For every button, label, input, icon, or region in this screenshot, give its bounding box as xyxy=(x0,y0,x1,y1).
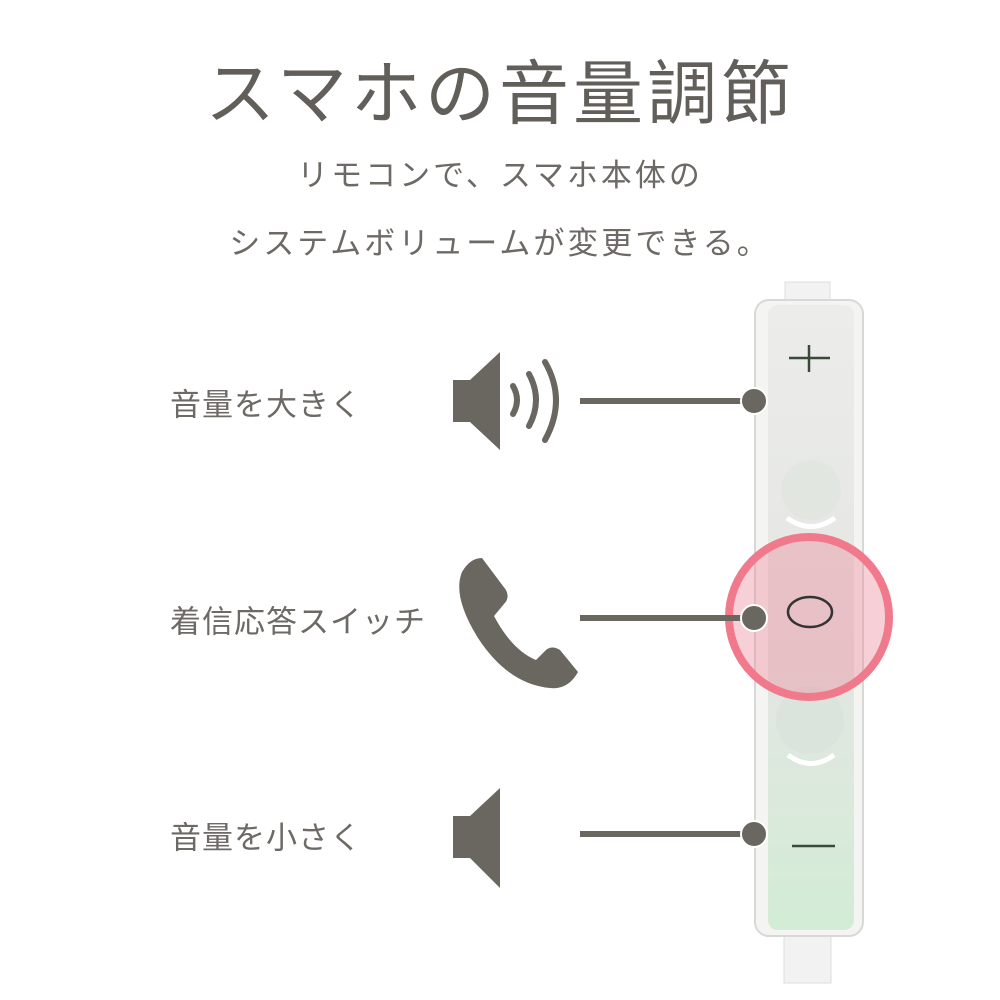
connector-dot-answer xyxy=(740,604,768,632)
answer-symbol xyxy=(786,595,834,629)
speaker-loud-icon xyxy=(453,352,559,450)
plus-symbol xyxy=(789,345,830,372)
subtitle-line-2: システムボリュームが変更できる。 xyxy=(229,226,771,262)
subtitle-line-1: リモコンで、スマホ本体の xyxy=(297,158,703,194)
volume-down-label: 音量を小さく xyxy=(170,820,362,857)
connector-line-answer xyxy=(580,615,752,621)
volume-up-label: 音量を大きく xyxy=(170,387,362,424)
speaker-quiet-icon xyxy=(453,788,500,888)
page-title: スマホの音量調節 xyxy=(205,53,795,135)
connector-dot-up xyxy=(740,387,768,415)
connector-line-up xyxy=(580,398,752,404)
answer-switch-label: 着信応答スイッチ xyxy=(170,604,426,641)
connector-line-down xyxy=(580,831,752,837)
connector-dot-down xyxy=(740,820,768,848)
phone-icon xyxy=(459,558,578,689)
